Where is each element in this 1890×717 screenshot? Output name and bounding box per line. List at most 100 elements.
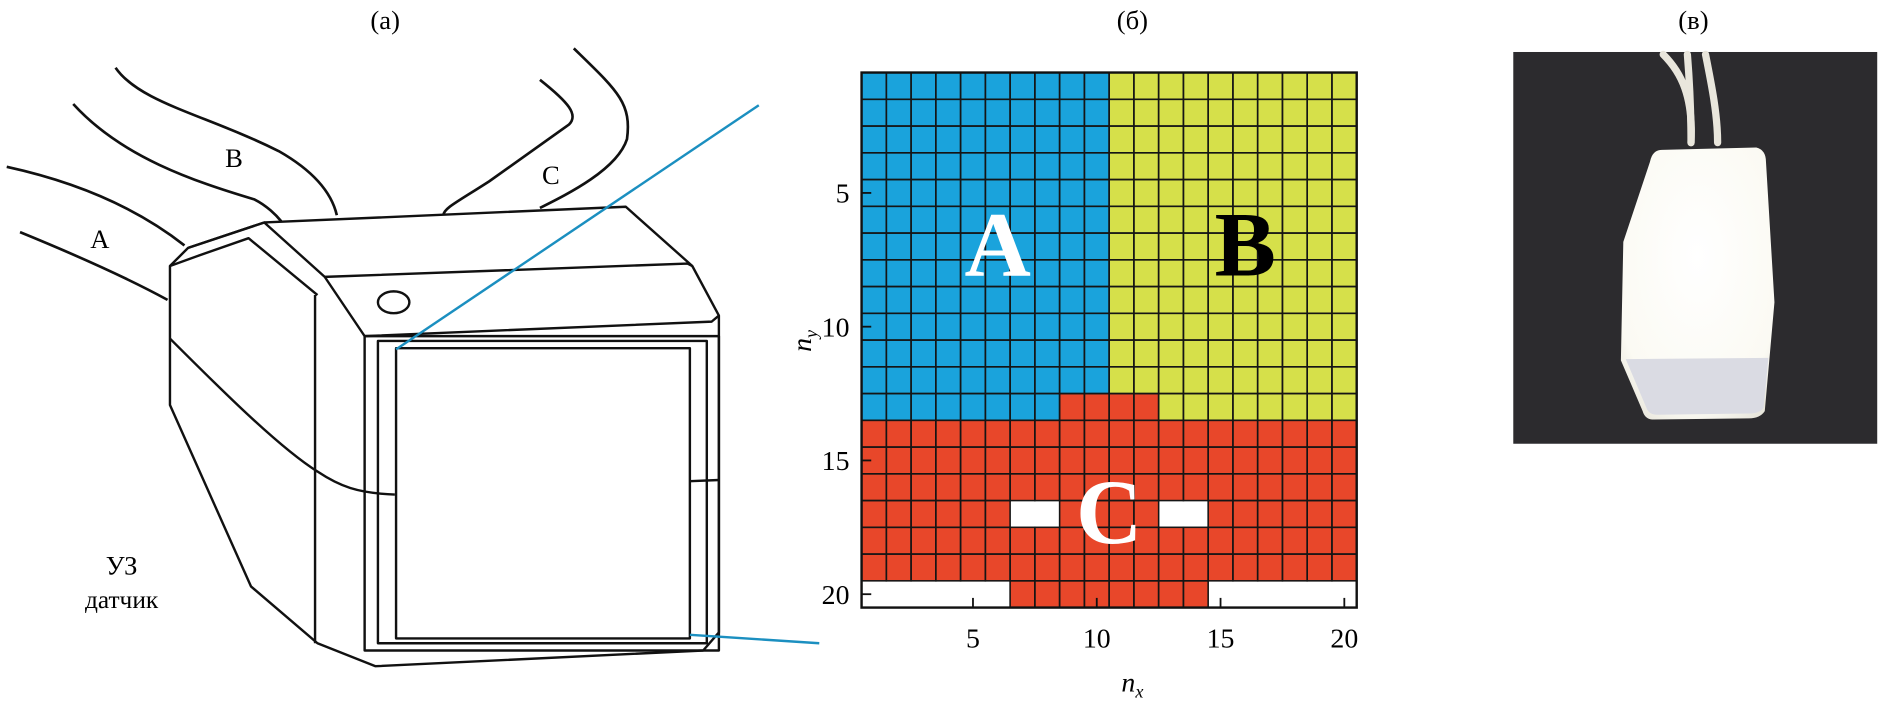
photo-sensor-body <box>1620 147 1775 420</box>
grid-cell-a <box>1010 126 1036 154</box>
grid-cell-a <box>911 366 937 394</box>
grid-cell-a <box>1010 206 1036 234</box>
grid-cell-a <box>886 340 912 368</box>
grid-cell-b <box>1208 313 1234 341</box>
grid-cell-b <box>1307 366 1333 394</box>
grid-cell-c <box>886 447 912 475</box>
grid-cell-a <box>911 179 937 207</box>
grid-cell-b <box>1232 233 1259 261</box>
grid-cell-a <box>935 233 961 261</box>
grid-cell-a <box>935 259 961 287</box>
grid-cell-b <box>1331 286 1358 314</box>
grid-cell-b <box>1208 286 1234 314</box>
grid-cell-b <box>1109 152 1135 180</box>
grid-cell-c <box>1084 527 1110 555</box>
grid-cell-a <box>960 393 986 421</box>
grid-cell-b <box>1183 72 1209 100</box>
grid-cell-b <box>1232 340 1259 368</box>
grid-cell-c <box>1034 554 1060 582</box>
grid-cell-a <box>861 366 887 394</box>
grid-cell-b <box>1109 340 1135 368</box>
grid-cell-c <box>1282 527 1308 555</box>
grid-cell-b <box>1331 206 1358 234</box>
grid-cell-a <box>861 233 887 261</box>
grid-cell-b <box>1183 393 1209 421</box>
grid-cell-b <box>1307 313 1333 341</box>
grid-cell-c <box>1331 527 1358 555</box>
beam-line-bottom <box>689 633 820 645</box>
grid-cell-b <box>1183 126 1209 154</box>
grid-cell-a <box>1059 340 1085 368</box>
grid-cell-a <box>1034 206 1060 234</box>
grid-cell-b <box>1282 393 1308 421</box>
grid-cell-c <box>1084 420 1110 448</box>
grid-cell-a <box>960 179 986 207</box>
grid-cell-a <box>1084 126 1110 154</box>
grid-cell-c <box>1109 473 1135 501</box>
grid-cell-b <box>1257 126 1283 154</box>
grid-cell-a <box>985 259 1011 287</box>
grid-cell-c <box>1034 473 1060 501</box>
grid-cell-b <box>1257 233 1283 261</box>
grid-cell-c <box>1109 500 1135 528</box>
grid-cell-a <box>1084 233 1110 261</box>
grid-cell-b <box>1307 286 1333 314</box>
grid-cell-c <box>886 500 912 528</box>
grid-cell-a <box>1010 313 1036 341</box>
grid-cell-c <box>1183 473 1209 501</box>
grid-cell-b <box>1158 126 1184 154</box>
grid-cell-a <box>985 126 1011 154</box>
grid-cell-a <box>1059 366 1085 394</box>
grid-cell-c <box>960 420 986 448</box>
grid-cell-b <box>1331 366 1358 394</box>
grid-cell-c <box>1109 420 1135 448</box>
grid-cell-c <box>1133 420 1160 448</box>
grid-cell-a <box>985 393 1011 421</box>
grid-cell-c <box>1307 500 1333 528</box>
grid-cell-a <box>960 126 986 154</box>
grid-cell-b <box>1307 152 1333 180</box>
grid-cell-a <box>911 313 937 341</box>
grid-cell-c <box>1208 527 1234 555</box>
panel-a: (a) A B C УЗ датчик <box>6 5 820 668</box>
grid-cell-a <box>1059 126 1085 154</box>
grid-cell-a <box>960 206 986 234</box>
sensor-label-line1: УЗ <box>106 550 138 580</box>
grid-cell-b <box>1133 286 1160 314</box>
grid-cell-b <box>1282 179 1308 207</box>
grid-cell-b <box>1331 126 1358 154</box>
grid-cell-b <box>1208 152 1234 180</box>
grid-cell-c <box>1331 447 1358 475</box>
grid-cell-c <box>1232 527 1259 555</box>
grid-cell-c <box>1282 447 1308 475</box>
grid-cell-b <box>1183 99 1209 127</box>
grid-cell-c <box>1084 393 1110 421</box>
sensor-side-curve <box>169 337 395 496</box>
y-tick-label: 20 <box>822 580 850 611</box>
grid-cell-a <box>886 152 912 180</box>
grid-cell-c <box>1059 420 1085 448</box>
grid-cell-b <box>1208 72 1234 100</box>
grid-cell-a <box>960 152 986 180</box>
grid-cell-a <box>911 126 937 154</box>
grid-cell-c <box>935 447 961 475</box>
grid-cell-c <box>985 527 1011 555</box>
grid-cell-c <box>1133 473 1160 501</box>
grid-cell-c <box>1208 420 1234 448</box>
grid-cell-c <box>1109 554 1135 582</box>
grid-cell-b <box>1158 206 1184 234</box>
grid-cell-b <box>1183 152 1209 180</box>
grid-cell-b <box>1232 72 1259 100</box>
grid-cell-a <box>960 286 986 314</box>
cable-label-a: A <box>90 224 110 254</box>
cables <box>6 47 630 302</box>
cable-label-c: C <box>542 160 560 190</box>
grid-cell-a <box>861 152 887 180</box>
cable-a-bottom <box>19 230 169 302</box>
grid-cell-a <box>1034 259 1060 287</box>
grid-cell-b <box>1282 152 1308 180</box>
grid-cell-a <box>886 72 912 100</box>
sensor-active-surface <box>394 347 692 640</box>
